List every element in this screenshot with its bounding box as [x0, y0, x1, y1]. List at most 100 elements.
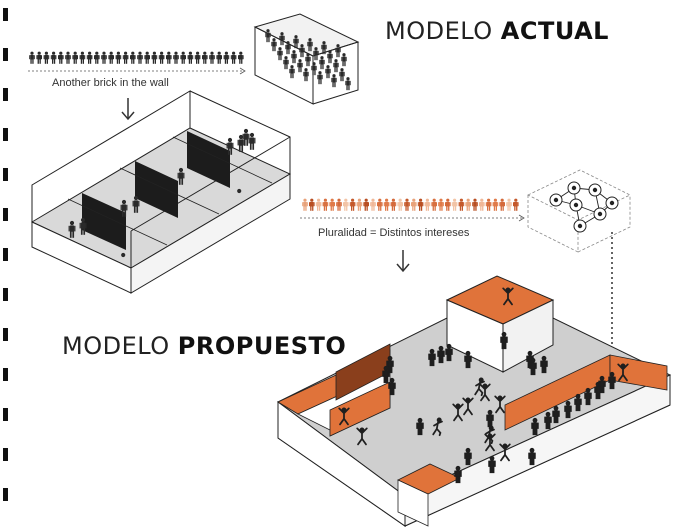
person-icon: [329, 198, 335, 211]
person-icon: [158, 51, 165, 64]
caption-brick-wall: Another brick in the wall: [52, 77, 169, 89]
person-icon: [464, 447, 472, 466]
person-icon: [458, 198, 465, 211]
edge-dash: [3, 48, 8, 61]
title-propuesto-bold: PROPUESTO: [177, 332, 347, 360]
person-icon: [336, 198, 342, 211]
cells-corridor: [30, 90, 292, 294]
title-actual-bold: ACTUAL: [500, 17, 609, 45]
person-icon: [437, 345, 445, 364]
person-icon: [319, 56, 325, 70]
edge-dash: [3, 88, 8, 101]
person-icon: [528, 447, 536, 466]
person-icon: [289, 65, 295, 79]
person-icon: [130, 51, 136, 64]
person-icon: [72, 51, 78, 64]
person-icon: [283, 56, 289, 70]
person-icon: [86, 51, 93, 64]
edge-dash: [3, 208, 8, 221]
edge-dash: [3, 128, 8, 141]
person-icon: [79, 51, 86, 64]
person-icon: [50, 51, 57, 64]
caption-pluralidad: Pluralidad = Distintos intereses: [318, 227, 470, 239]
person-icon: [305, 53, 311, 67]
crowd-box: [253, 13, 360, 105]
person-icon: [465, 198, 471, 211]
person-icon: [166, 51, 172, 64]
arrow-right-plural: [300, 214, 525, 222]
person-icon: [431, 198, 437, 211]
person-icon: [115, 51, 122, 64]
person-icon: [144, 51, 150, 64]
edge-dash: [3, 448, 8, 461]
person-icon: [513, 198, 519, 211]
person-icon: [479, 198, 485, 211]
person-icon: [417, 198, 424, 211]
arrow-down-1: [121, 98, 135, 121]
person-icon: [341, 53, 347, 67]
person-icon: [238, 51, 244, 64]
person-icon: [451, 198, 458, 211]
person-icon: [331, 74, 337, 88]
person-icon: [223, 51, 230, 64]
person-icon: [173, 51, 179, 64]
person-icon: [485, 198, 492, 211]
edge-dash: [3, 248, 8, 261]
title-actual-light: MODELO: [385, 17, 493, 45]
person-icon: [540, 355, 548, 374]
people-row-plural: [302, 198, 519, 211]
person-icon: [544, 411, 552, 430]
person-icon: [339, 68, 345, 82]
person-icon: [122, 51, 129, 64]
person-icon: [428, 348, 436, 367]
person-icon: [499, 198, 505, 211]
person-icon: [187, 51, 194, 64]
edge-dash: [3, 488, 8, 501]
edge-dash: [3, 168, 8, 181]
people-row-actual: [29, 51, 244, 64]
edge-dash: [3, 8, 8, 21]
arrow-down-2: [396, 250, 410, 273]
person-icon: [302, 198, 308, 211]
person-icon: [472, 198, 478, 211]
person-icon: [325, 65, 331, 79]
person-icon: [438, 198, 444, 211]
person-icon: [230, 51, 237, 64]
person-icon: [464, 350, 472, 369]
person-icon: [36, 51, 42, 64]
person-icon: [411, 198, 417, 211]
person-icon: [311, 62, 317, 76]
person-icon: [454, 465, 462, 484]
person-icon: [309, 198, 315, 211]
person-icon: [94, 51, 100, 64]
person-icon: [297, 59, 303, 73]
person-icon: [43, 51, 50, 64]
interests-network-box: [527, 169, 631, 253]
person-icon: [506, 198, 512, 211]
arrow-right-actual: [28, 67, 246, 75]
title-modelo-actual: MODELO ACTUAL: [385, 17, 609, 45]
proposed-open-space: [277, 275, 672, 527]
person-icon: [108, 51, 114, 64]
person-icon: [327, 50, 333, 64]
person-icon: [531, 417, 539, 436]
person-icon: [277, 47, 283, 61]
person-icon: [291, 50, 297, 64]
person-icon: [345, 77, 351, 91]
person-icon: [333, 59, 339, 73]
person-icon: [383, 198, 390, 211]
person-icon: [397, 198, 403, 211]
person-icon: [370, 198, 376, 211]
person-icon: [404, 198, 410, 211]
edge-dash: [3, 288, 8, 301]
title-modelo-propuesto: MODELO PROPUESTO: [62, 332, 346, 360]
person-icon: [303, 68, 309, 82]
person-icon: [209, 51, 215, 64]
person-icon: [388, 377, 396, 396]
person-icon: [202, 51, 208, 64]
person-icon: [216, 51, 222, 64]
person-icon: [574, 393, 582, 412]
person-icon: [598, 375, 606, 394]
person-icon: [608, 371, 616, 390]
